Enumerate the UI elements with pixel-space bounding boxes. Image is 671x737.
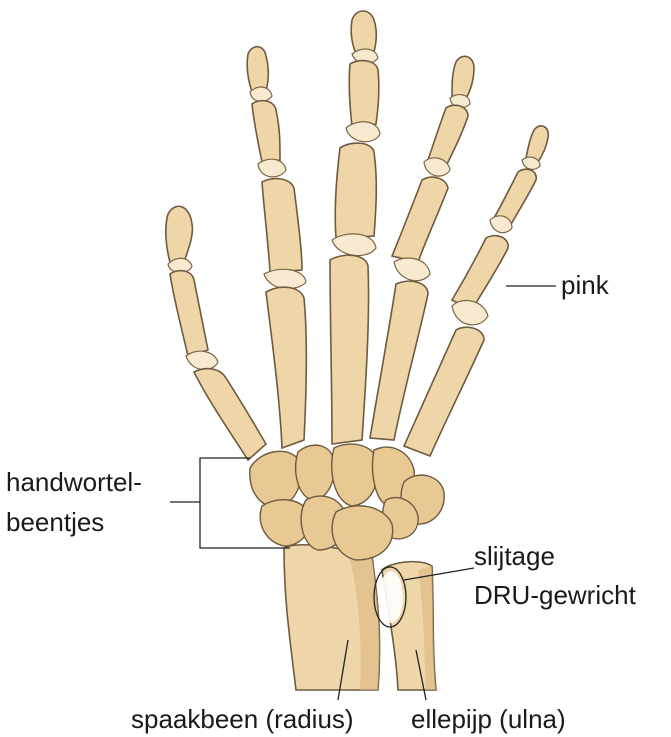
label-wear-line2: DRU-gewricht [474, 579, 636, 611]
label-carpals-line1: handwortel- [6, 466, 142, 498]
carpal-bones [250, 444, 444, 560]
radius-bone [284, 545, 380, 690]
label-ulna: ellepijp (ulna) [411, 703, 566, 735]
middle-finger [330, 11, 380, 444]
label-wear-line1: slijtage [474, 540, 555, 572]
thumb [166, 206, 266, 460]
label-radius: spaakbeen (radius) [131, 703, 354, 735]
label-pinky: pink [561, 269, 609, 301]
label-carpals-line2: beentjes [6, 506, 104, 538]
index-finger [247, 47, 306, 448]
wear-spot [379, 571, 403, 623]
